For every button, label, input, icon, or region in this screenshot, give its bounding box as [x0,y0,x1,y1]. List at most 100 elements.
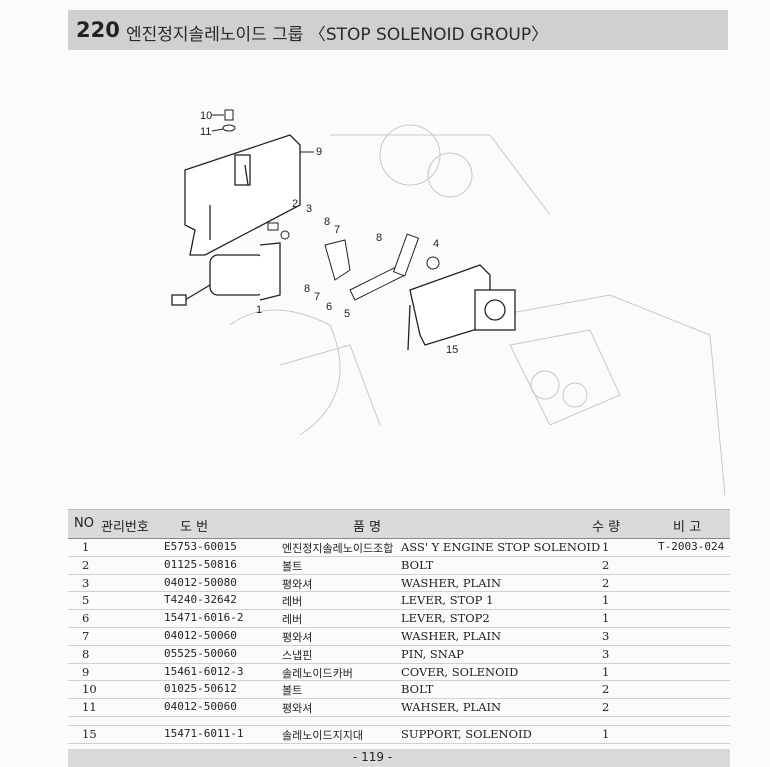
svg-text:10: 10 [200,110,212,122]
header-remarks: 비 고 [673,520,702,535]
row-part-number: 15471-6011-1 [164,726,244,740]
header-name: 품 명 [353,520,382,535]
washer-part [280,230,290,240]
svg-text:2: 2 [292,198,298,210]
row-quantity: 3 [602,628,610,643]
solenoid-support-part [407,264,516,351]
row-english-name: ASS' Y ENGINE STOP SOLENOID [401,540,601,554]
svg-text:5: 5 [344,308,350,320]
table-row: 9 15461-6012-3 솔레노이드카버 COVER, SOLENOID 1 [68,664,730,682]
row-english-name: BOLT [401,682,434,697]
row-part-number: 15461-6012-3 [164,664,244,678]
header-drawing: 도 번 [180,520,209,535]
row-no: 2 [82,557,90,572]
row-quantity: 3 [602,646,610,661]
page-footer: - 119 - [68,749,730,767]
row-quantity: 1 [602,726,610,741]
row-quantity: 1 [602,664,610,679]
row-english-name: WASHER, PLAIN [401,575,502,590]
row-remarks: T-2003-024 [658,540,725,553]
row-english-name: LEVER, STOP 1 [401,593,494,608]
svg-text:4: 4 [433,238,439,250]
header-mgmt: 관리번호 [101,520,149,535]
row-no: 6 [82,611,90,626]
row-korean-name: 솔레노이드지지대 [282,728,363,742]
page-header: 220 엔진정지솔레노이드 그룹 〈STOP SOLENOID GROUP〉 [68,10,728,50]
table-row: 11 04012-50060 평와셔 WAHSER, PLAIN 2 [68,699,730,717]
row-no: 1 [82,540,90,554]
solenoid-part [171,242,281,306]
diagram-callouts: 10 11 9 2 3 8 7 8 4 6 8 7 5 1 15 [200,110,458,356]
row-part-number: 01025-50612 [164,682,237,696]
row-english-name: LEVER, STOP2 [401,611,490,626]
group-number: 220 [76,18,120,42]
parts-diagram: 10 11 9 2 3 8 7 8 4 6 8 7 5 1 15 [171,109,726,495]
row-english-name: PIN, SNAP [401,646,464,661]
row-korean-name: 솔레노이드카버 [282,666,353,680]
row-part-number: 04012-50060 [164,700,237,714]
washer-part [222,124,236,132]
table-body: 1 E5753-60015 엔진정지솔레노이드조합 ASS' Y ENGINE STO… [68,539,730,717]
row-english-name: SUPPORT, SOLENOID [401,726,532,741]
row-no: 7 [82,628,90,643]
row-korean-name: 평와셔 [282,577,313,591]
row-korean-name: 레버 [282,613,303,627]
svg-text:9: 9 [316,146,322,158]
table-header: NO 관리번호 도 번 품 명 수 량 비 고 [68,509,730,539]
row-english-name: WAHSER, PLAIN [401,700,502,715]
row-gap [68,717,730,726]
table-row: 15 15471-6011-1 솔레노이드지지대 SUPPORT, SOLENOID 1 [68,726,730,744]
row-no: 8 [82,646,90,661]
header-qty: 수 량 [592,520,621,535]
page-number: - 119 - [353,750,393,764]
engine-outline [229,124,726,495]
row-quantity: 2 [602,575,610,590]
svg-text:7: 7 [334,224,340,236]
stop-lever2-part [324,239,351,281]
row-no: 15 [82,726,97,741]
row-no: 10 [82,682,97,697]
svg-text:8: 8 [304,283,310,295]
row-english-name: COVER, SOLENOID [401,664,519,679]
row-korean-name: 볼트 [282,559,303,573]
header-no: NO [74,516,94,531]
svg-text:6: 6 [326,301,332,313]
row-part-number: E5753-60015 [164,540,237,553]
row-quantity: 1 [602,593,610,608]
svg-text:15: 15 [446,344,458,356]
row-korean-name: 평와셔 [282,702,313,716]
row-quantity: 2 [602,700,610,715]
svg-text:1: 1 [256,304,262,316]
row-part-number: 05525-50060 [164,646,237,660]
svg-text:11: 11 [200,126,211,138]
group-title: 엔진정지솔레노이드 그룹 〈STOP SOLENOID GROUP〉 [126,25,549,45]
row-korean-name: 평와셔 [282,630,313,644]
row-part-number: T4240-32642 [164,593,237,607]
table-body-2: 15 15471-6011-1 솔레노이드지지대 SUPPORT, SOLENOID 1 [68,726,730,744]
svg-text:8: 8 [376,232,382,244]
row-quantity: 1 [602,540,610,554]
row-no: 9 [82,664,90,679]
row-korean-name: 엔진정지솔레노이드조합 [282,542,394,555]
solenoid-cover-part [184,134,301,256]
spring-part [426,256,440,270]
row-no: 11 [82,700,97,715]
row-no: 5 [82,593,90,608]
row-quantity: 2 [602,682,610,697]
bolt-part [224,109,234,121]
table-row: 1 E5753-60015 엔진정지솔레노이드조합 ASS' Y ENGINE STO… [68,539,730,557]
row-part-number: 04012-50060 [164,628,237,642]
svg-text:3: 3 [306,203,312,215]
row-no: 3 [82,575,90,590]
row-korean-name: 레버 [282,595,303,609]
svg-text:7: 7 [314,291,320,303]
row-korean-name: 볼트 [282,684,303,698]
row-quantity: 2 [602,557,610,572]
table-row: 5 T4240-32642 레버 LEVER, STOP 1 1 [68,592,730,611]
rod-part [392,233,420,277]
